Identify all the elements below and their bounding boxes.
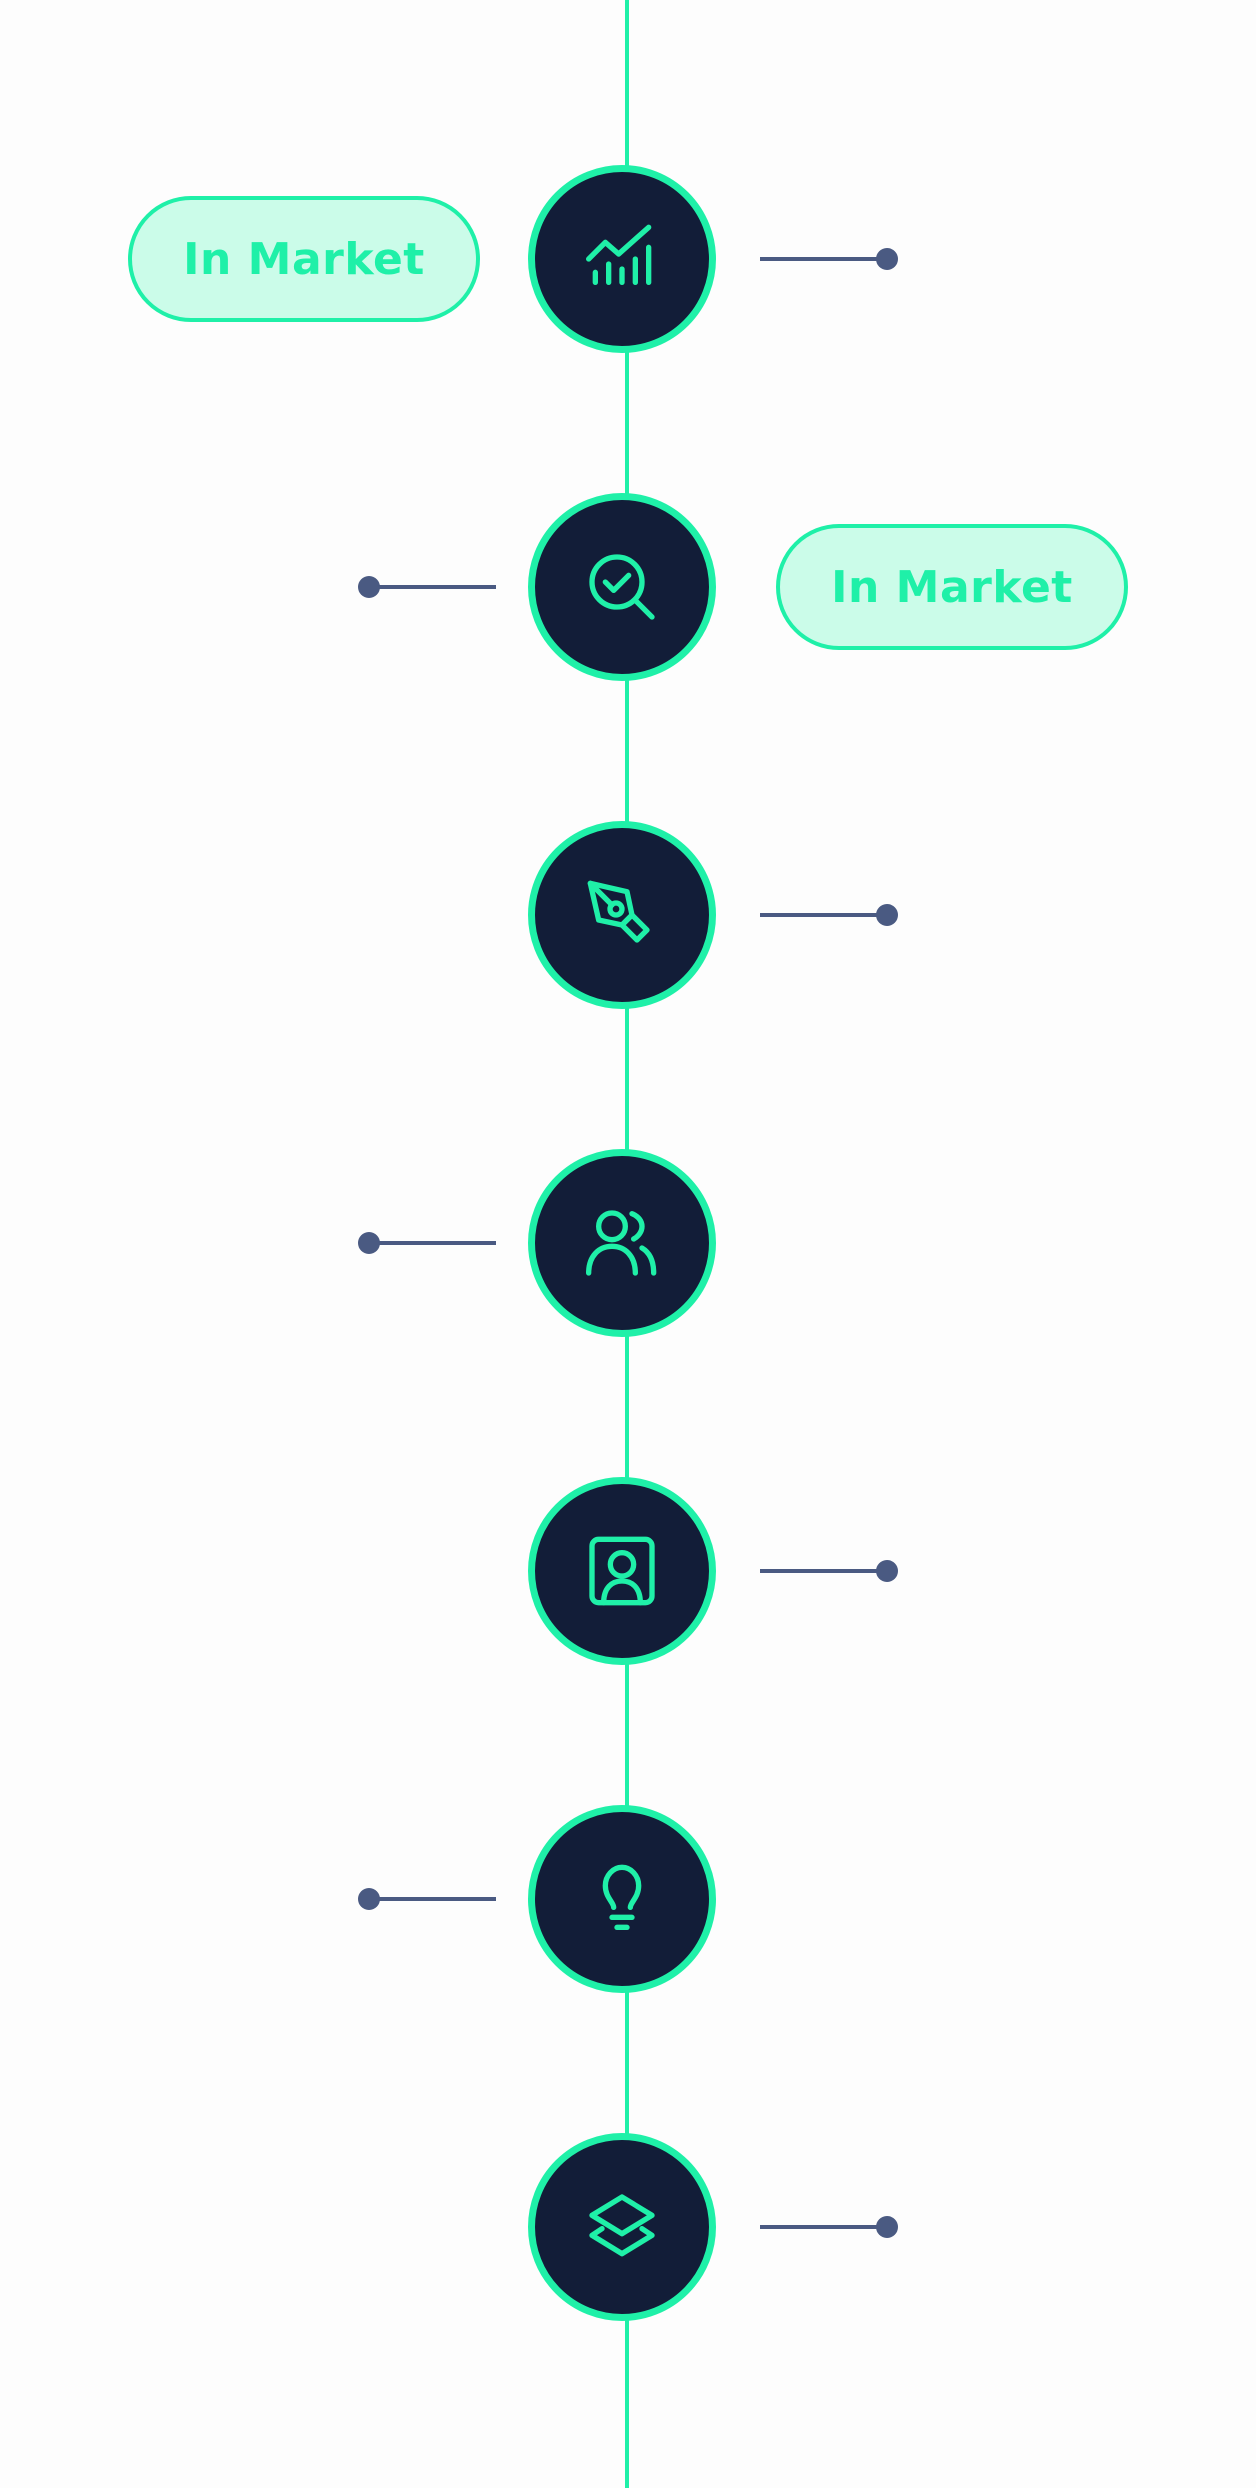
connector-right-1 [760,248,898,270]
contact-card-icon [589,1536,655,1606]
connector-dot [876,248,898,270]
chart-growth-icon [586,224,652,285]
connector-dot [876,2216,898,2238]
timeline-node-4[interactable] [528,1149,716,1337]
timeline-node-1[interactable] [528,165,716,353]
timeline-node-7[interactable] [528,2133,716,2321]
connector-dot [876,904,898,926]
layers-icon [589,2194,655,2257]
in-market-badge-1: In Market [128,196,480,322]
connector-right-7 [760,2216,898,2238]
connector-dot [358,1232,380,1254]
timeline-node-2[interactable] [528,493,716,681]
connector-dot [358,1888,380,1910]
timeline-node-5[interactable] [528,1477,716,1665]
connector-left-6 [358,1888,496,1910]
users-icon [586,1210,657,1276]
timeline-node-6[interactable] [528,1805,716,1993]
search-check-icon [589,554,655,620]
connector-dot [876,1560,898,1582]
connector-right-3 [760,904,898,926]
connector-left-4 [358,1232,496,1254]
connector-dot [358,576,380,598]
connector-left-2 [358,576,496,598]
timeline-node-3[interactable] [528,821,716,1009]
pen-tool-icon [587,880,650,943]
lightbulb-icon [602,1864,642,1930]
connector-right-5 [760,1560,898,1582]
in-market-badge-2: In Market [776,524,1128,650]
